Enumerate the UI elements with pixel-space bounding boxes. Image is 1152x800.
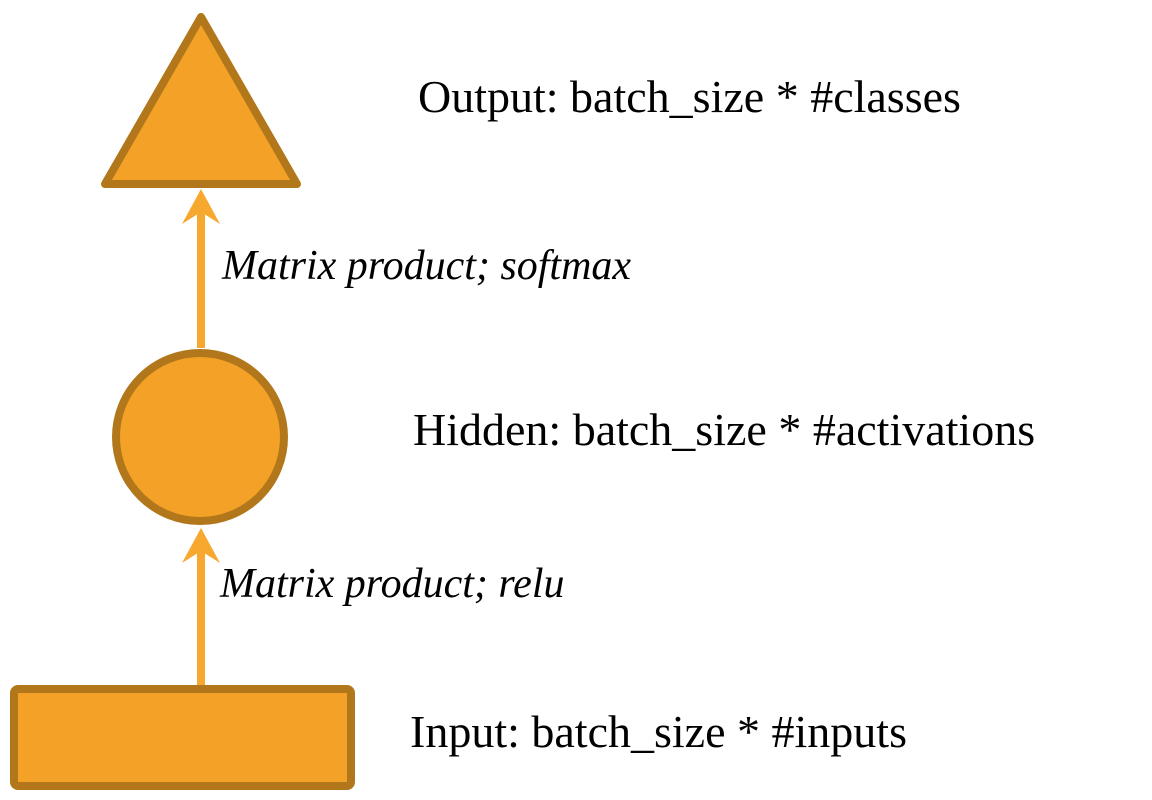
hidden-to-output-edge-label: Matrix product; softmax <box>222 243 632 289</box>
hidden-label: Hidden: batch_size * #activations <box>413 404 1036 455</box>
input-rectangle-node <box>10 685 355 790</box>
output-triangle-node <box>101 13 301 188</box>
input-to-hidden-arrow-head-icon <box>182 528 220 563</box>
hidden-to-output-arrow-head-icon <box>182 189 220 224</box>
hidden-circle-node <box>112 349 288 525</box>
output-label: Output: batch_size * #classes <box>418 71 961 122</box>
input-to-hidden-edge-label: Matrix product; relu <box>220 561 565 607</box>
input-label: Input: batch_size * #inputs <box>410 706 907 757</box>
